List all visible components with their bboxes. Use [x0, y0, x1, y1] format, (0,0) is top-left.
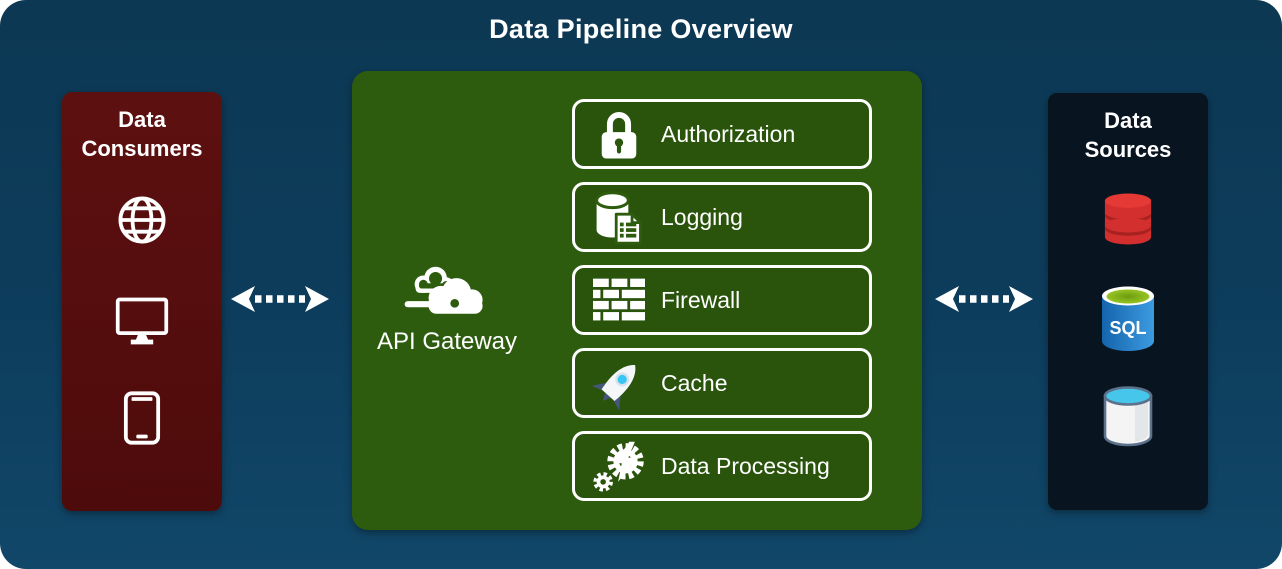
service-label: Data Processing — [661, 452, 830, 479]
api-gateway-panel: API Gateway Authorization — [352, 71, 922, 530]
data-sources-panel: Data Sources — [1048, 93, 1208, 510]
data-consumers-title-line1: Data — [118, 107, 166, 132]
storage-cylinder-icon — [1102, 386, 1154, 455]
data-consumers-panel: Data Consumers — [62, 92, 222, 511]
lock-icon — [590, 105, 648, 163]
service-box-authorization: Authorization — [572, 99, 872, 169]
service-label: Logging — [661, 203, 743, 230]
red-database-icon — [1103, 192, 1153, 251]
gear-lightning-icon — [590, 437, 648, 495]
rocket-icon — [590, 354, 648, 412]
service-box-cache: Cache — [572, 348, 872, 418]
bidirectional-dashed-arrow-left — [230, 284, 330, 314]
data-sources-title-line1: Data — [1104, 108, 1152, 133]
service-label: Cache — [661, 369, 728, 396]
data-consumers-title: Data Consumers — [62, 92, 222, 163]
log-cylinder-document-icon — [590, 188, 648, 246]
sql-label: SQL — [1109, 318, 1146, 338]
desktop-monitor-icon — [114, 295, 170, 352]
data-sources-title: Data Sources — [1048, 93, 1208, 164]
data-sources-title-line2: Sources — [1084, 137, 1172, 163]
service-box-firewall: Firewall — [572, 265, 872, 335]
service-box-data-processing: Data Processing — [572, 431, 872, 501]
service-label: Authorization — [661, 120, 796, 147]
data-consumers-title-line2: Consumers — [81, 136, 203, 162]
service-label: Firewall — [661, 286, 741, 313]
page-title: Data Pipeline Overview — [489, 14, 793, 44]
globe-icon — [115, 193, 169, 252]
mobile-phone-icon — [123, 390, 161, 451]
brick-wall-icon — [590, 271, 648, 329]
cloud-gateway-icon — [398, 265, 494, 319]
sql-database-icon: SQL — [1100, 285, 1156, 360]
bidirectional-dashed-arrow-right — [934, 284, 1034, 314]
service-box-logging: Logging — [572, 182, 872, 252]
api-gateway-label: API Gateway — [376, 328, 518, 355]
